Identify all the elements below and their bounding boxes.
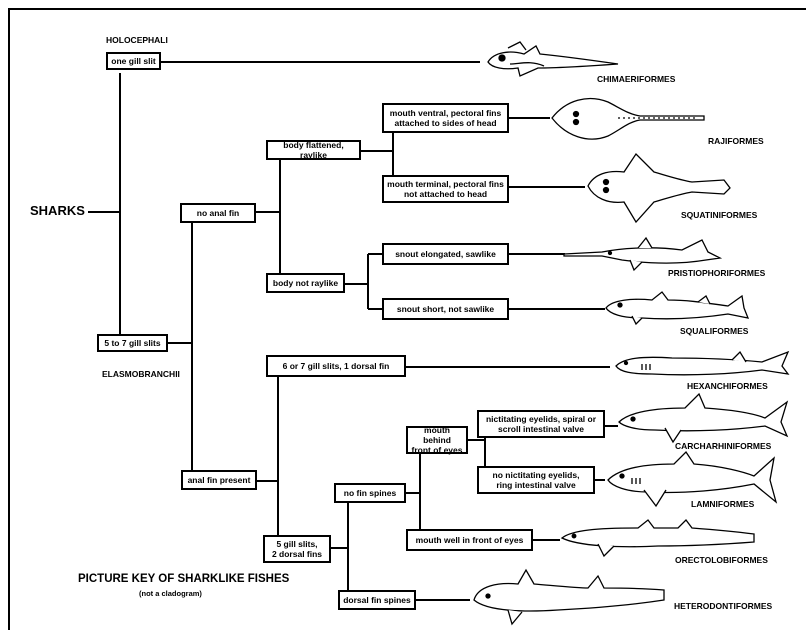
node-anal-fin-present: anal fin present (181, 470, 257, 490)
order-hexanchiformes: HEXANCHIFORMES (687, 381, 768, 391)
order-pristiophoriformes: PRISTIOPHORIFORMES (668, 268, 766, 278)
order-squatiniformes: SQUATINIFORMES (681, 210, 758, 220)
node-no-fin-spines: no fin spines (334, 483, 406, 503)
node-body-flattened: body flattened, raylike (266, 140, 361, 160)
key-subtitle: (not a cladogram) (139, 589, 202, 598)
node-mouth-behind-eyes: mouth behind front of eyes (406, 425, 468, 455)
node-body-not-raylike: body not raylike (266, 273, 345, 293)
order-lamniformes: LAMNIFORMES (691, 499, 755, 509)
sixgill-illustration (615, 350, 790, 376)
node-snout-elongated: snout elongated, sawlike (382, 243, 509, 265)
key-title: PICTURE KEY OF SHARKLIKE FISHES (78, 573, 290, 585)
node-five-to-seven-gill-slits: 5 to 7 gill slits (97, 334, 168, 352)
order-heterodontiformes: HETERODONTIFORMES (674, 601, 773, 611)
node-six-seven-gill-slits: 6 or 7 gill slits, 1 dorsal fin (266, 355, 406, 377)
group-label-holocephali: HOLOCEPHALI (106, 35, 168, 45)
node-nictitating-eyelids: nictitating eyelids, spiral or scroll in… (477, 410, 605, 438)
node-dorsal-fin-spines: dorsal fin spines (338, 590, 416, 610)
order-rajiformes: RAJIFORMES (708, 136, 764, 146)
node-snout-short: snout short, not sawlike (382, 298, 509, 320)
order-carcharhiniformes: CARCHARHINIFORMES (675, 441, 772, 451)
lamnid-illustration (607, 450, 778, 508)
node-mouth-ventral: mouth ventral, pectoral fins attached to… (382, 103, 509, 133)
requiem-shark-illustration (618, 392, 789, 444)
horn-shark-illustration (473, 568, 665, 626)
dogfish-illustration (605, 291, 750, 326)
node-one-gill-slit: one gill slit (106, 52, 161, 70)
chimaera-illustration (487, 41, 619, 77)
skate-illustration (551, 97, 705, 140)
order-chimaeriformes: CHIMAERIFORMES (597, 74, 676, 84)
root-label: SHARKS (30, 203, 85, 218)
node-mouth-well-in-front: mouth well in front of eyes (406, 529, 533, 551)
angelshark-illustration (587, 152, 731, 224)
node-no-anal-fin: no anal fin (180, 203, 256, 223)
sawshark-illustration (563, 236, 723, 272)
node-no-nictitating-eyelids: no nictitating eyelids, ring intestinal … (477, 466, 595, 494)
node-mouth-terminal: mouth terminal, pectoral fins not attach… (382, 175, 509, 203)
group-label-elasmobranchii: ELASMOBRANCHII (102, 369, 180, 379)
node-five-gill-two-dorsal: 5 gill slits, 2 dorsal fins (263, 535, 331, 563)
carpet-shark-illustration (560, 519, 755, 558)
diagram-frame (8, 8, 806, 630)
order-squaliformes: SQUALIFORMES (680, 326, 749, 336)
order-orectolobiformes: ORECTOLOBIFORMES (675, 555, 768, 565)
